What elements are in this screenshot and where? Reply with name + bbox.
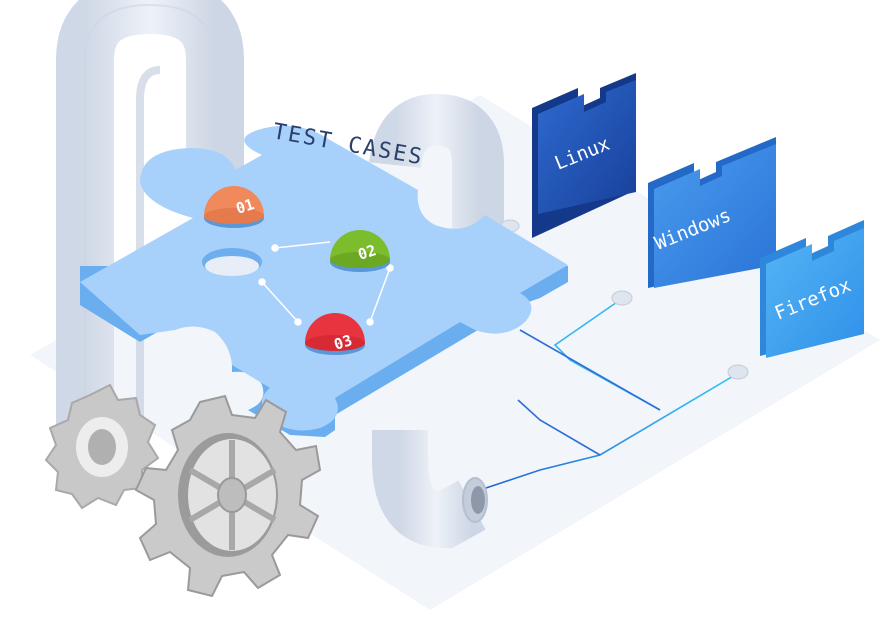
- case-label: 02: [356, 241, 379, 264]
- case-badge: 03: [305, 313, 365, 355]
- case-badge: 01: [204, 186, 264, 228]
- case-links: [258, 241, 394, 326]
- platform-folder-linux: Linux: [532, 73, 636, 238]
- case-label: 01: [234, 195, 257, 218]
- gear-icon-large: [134, 394, 322, 598]
- wire-node-2: [727, 364, 749, 380]
- platform-folder-firefox: Firefox: [760, 220, 864, 358]
- pipe-left: [56, 0, 244, 440]
- case-label: 03: [332, 331, 355, 354]
- platform-folder-windows: Windows: [648, 137, 776, 288]
- gear-icon-small: [44, 383, 160, 510]
- pipe-lower: [372, 430, 488, 549]
- wire-node-1: [611, 290, 633, 306]
- case-badge: 02: [330, 230, 390, 272]
